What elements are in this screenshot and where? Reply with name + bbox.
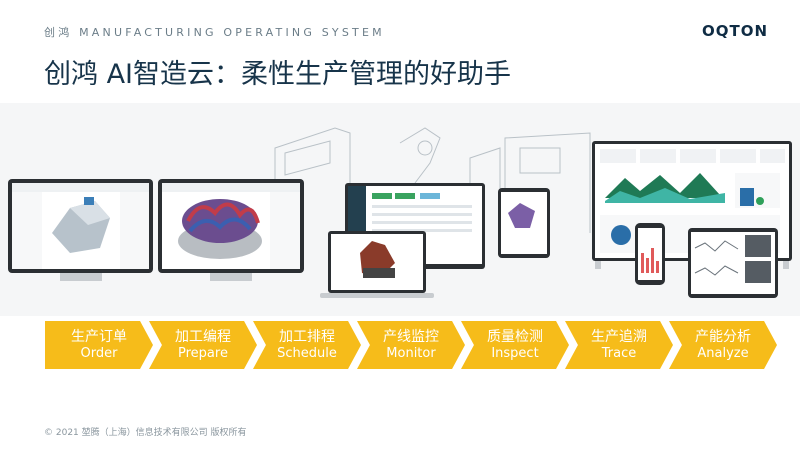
step-en-label: Monitor	[386, 345, 436, 361]
monitor-left	[8, 179, 153, 281]
laptop	[320, 231, 434, 298]
monitor-second	[158, 179, 304, 281]
step-inspect: 质量检测 Inspect	[461, 321, 569, 369]
process-flow: 生产订单 Order 加工编程 Prepare 加工排程 Schedule 产线…	[45, 321, 785, 369]
oqton-logo: OQTON	[701, 22, 768, 40]
phone	[635, 223, 665, 285]
step-en-label: Schedule	[277, 345, 337, 361]
step-order: 生产订单 Order	[45, 321, 153, 369]
step-cn-label: 生产追溯	[591, 328, 647, 345]
step-schedule: 加工排程 Schedule	[253, 321, 361, 369]
step-trace: 生产追溯 Trace	[565, 321, 673, 369]
step-prepare: 加工编程 Prepare	[149, 321, 257, 369]
step-analyze: 产能分析 Analyze	[669, 321, 777, 369]
step-en-label: Trace	[601, 345, 637, 361]
tablet	[498, 188, 550, 258]
step-cn-label: 生产订单	[71, 328, 127, 345]
step-cn-label: 产能分析	[695, 328, 751, 345]
step-cn-label: 加工编程	[175, 328, 231, 345]
step-en-label: Analyze	[697, 345, 749, 361]
tablet-right	[688, 228, 778, 298]
step-cn-label: 产线监控	[383, 328, 439, 345]
step-monitor: 产线监控 Monitor	[357, 321, 465, 369]
step-en-label: Order	[80, 345, 118, 361]
devices-illustration	[0, 103, 800, 316]
step-en-label: Prepare	[178, 345, 228, 361]
step-cn-label: 质量检测	[487, 328, 543, 345]
step-cn-label: 加工排程	[279, 328, 335, 345]
top-line: 创鸿 MANUFACTURING OPERATING SYSTEM	[44, 26, 385, 39]
page-title: 创鸿 AI智造云：柔性生产管理的好助手	[44, 59, 512, 90]
copyright-footer: © 2021 堃腾（上海）信息技术有限公司 版权所有	[44, 428, 247, 438]
step-en-label: Inspect	[491, 345, 539, 361]
devices-illustration-svg	[8, 127, 792, 298]
